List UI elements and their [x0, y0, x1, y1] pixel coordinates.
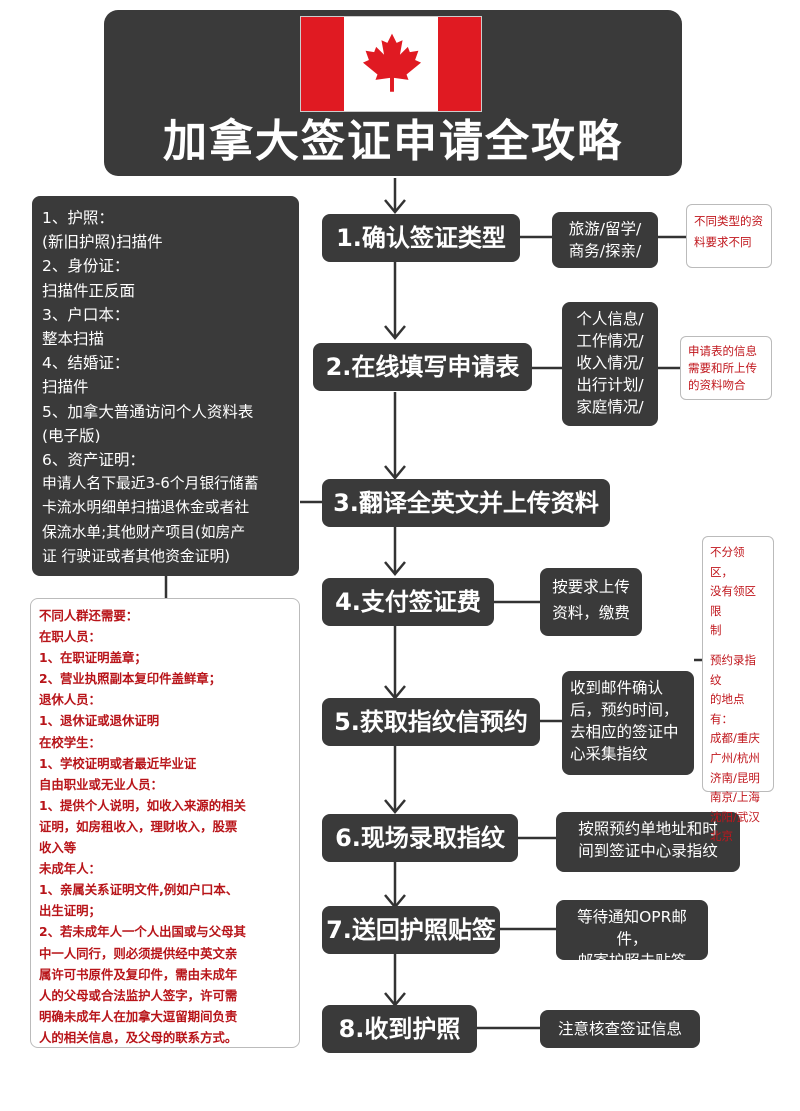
note-line: 旅游/留学/ [568, 220, 642, 238]
extra-line: 2、若未成年人一个人出国或与父母其 [39, 924, 246, 940]
extra-line: 在职人员： [39, 629, 101, 645]
note-line: 商务/探亲/ [568, 242, 642, 260]
red-note-line: 广州/杭州 [710, 750, 760, 765]
step-2-fill-application: 2.在线填写申请表 [313, 343, 532, 391]
note-line: 资料，缴费 [552, 604, 630, 622]
note-line: 去相应的签证中 [570, 723, 679, 741]
extra-line: 不同人群还需要： [39, 608, 139, 623]
note-line: 按要求上传 [552, 578, 630, 596]
step-6-fingerprints: 6.现场录取指纹 [322, 814, 518, 862]
red-note-line: 申请表的信息 [688, 344, 757, 358]
note-line: 注意核查签证信息 [557, 1020, 682, 1038]
extra-line: 明确未成年人在加拿大逗留期间负责 [39, 1008, 238, 1024]
step-2-note: 个人信息/ 工作情况/ 收入情况/ 出行计划/ 家庭情况/ [562, 302, 658, 426]
note-line: 按照预约单地址和时 [578, 820, 718, 838]
extra-line: 2、营业执照副本复印件盖鲜章； [39, 671, 222, 687]
note-line: 收到邮件确认 [570, 679, 664, 697]
step-7-passport-stamping: 7.送回护照贴签 [322, 906, 500, 954]
extra-line: 证明，如房租收入，理财收入，股票 [39, 818, 238, 834]
extra-line: 1、亲属关系证明文件,例如户口本、 [39, 882, 239, 898]
extra-line: 收入等 [39, 840, 77, 856]
note-line: 工作情况/ [576, 332, 644, 350]
extra-line: 1、退休证或退休证明 [39, 713, 160, 729]
red-note-line: 预约录指纹 [710, 652, 756, 687]
red-note-line: 没有领区限 [710, 584, 756, 618]
step-1-confirm-visa-type: 1.确认签证类型 [322, 214, 520, 262]
doc-line: 申请人名下最近3-6个月银行储蓄 [42, 475, 259, 493]
red-note-line: 成都/重庆 [710, 731, 760, 746]
note-line: 家庭情况/ [576, 398, 644, 416]
extra-line: 人的父母或合法监护人签字，许可需 [39, 987, 238, 1003]
step-8-note: 注意核查签证信息 [540, 1010, 700, 1048]
extra-line: 中一人同行，则必须提供经中英文亲 [39, 945, 238, 961]
doc-line: (电子版) [42, 426, 101, 445]
page-title: 加拿大签证申请全攻略 [163, 116, 623, 167]
extra-line: 1、学校证明或者最近毕业证 [39, 755, 197, 771]
canada-flag-icon [300, 16, 482, 112]
extra-line: 未成年人： [39, 861, 101, 877]
red-note-line: 制 [710, 623, 722, 638]
doc-line: 整本扫描 [42, 330, 105, 349]
doc-line: 5、加拿大普通访问个人资料表 [42, 402, 254, 421]
extra-line: 退休人员： [39, 692, 101, 708]
types-red-note: 不同类型的资 料要求不同 [686, 204, 772, 268]
note-line: 间到签证中心录指纹 [578, 842, 718, 860]
red-note-line: 济南/昆明 [710, 770, 760, 785]
doc-line: 卡流水明细单扫描退休金或者社 [42, 499, 250, 517]
step-7-note: 等待通知OPR邮件， 邮寄护照去贴签 [556, 900, 708, 970]
red-note-line: 不分领区， [710, 545, 745, 579]
doc-line: 2、身份证： [42, 257, 130, 276]
extra-line: 出生证明； [39, 903, 101, 919]
doc-line: 扫描件正反面 [42, 281, 136, 300]
step-5-note: 收到邮件确认 后，预约时间， 去相应的签证中 心采集指纹 [562, 671, 694, 775]
regions-red-note: 不分领区， 没有领区限 制 预约录指纹 的地点有： 成都/重庆 广州/杭州 济南… [702, 536, 774, 843]
note-line: 后，预约时间， [570, 701, 679, 719]
red-note-line: 不同类型的资 [694, 214, 763, 228]
note-line: 心采集指纹 [570, 745, 648, 763]
doc-line: 1、护照： [42, 209, 114, 227]
extra-requirements-box: 不同人群还需要： 在职人员： 1、在职证明盖章； 2、营业执照副本复印件盖鲜章；… [30, 598, 300, 1048]
step-3-translate-upload: 3.翻译全英文并上传资料 [322, 479, 610, 527]
step-8-receive-passport: 8.收到护照 [322, 1005, 477, 1053]
step-6-note: 按照预约单地址和时 间到签证中心录指纹 [556, 812, 740, 872]
step-5-biometrics-letter: 5.获取指纹信预约 [322, 698, 540, 746]
extra-line: 在校学生： [39, 734, 101, 750]
step-4-note: 按要求上传 资料，缴费 [540, 568, 642, 636]
doc-line: 保流水单;其他财产项目(如房产 [42, 523, 246, 541]
red-note-line: 料要求不同 [694, 235, 752, 249]
note-line: 出行计划/ [576, 376, 644, 394]
doc-line: 扫描件 [42, 378, 89, 397]
extra-line: 自由职业或无业人员： [39, 776, 163, 792]
form-red-note: 申请表的信息 需要和所上传 的资料吻合 [680, 336, 772, 400]
note-line: 等待通知OPR邮件， [577, 908, 687, 948]
extra-line: 属许可书原件及复印件，需由未成年 [39, 966, 238, 982]
note-line: 个人信息/ [576, 310, 644, 328]
step-4-pay-fee: 4.支付签证费 [322, 578, 494, 626]
step-1-note: 旅游/留学/ 商务/探亲/ [552, 212, 658, 268]
doc-line: 证 行驶证或者其他资金证明) [42, 547, 231, 565]
extra-line: 人的相关信息，及父母的联系方式。 [39, 1029, 238, 1045]
doc-line: 4、结婚证： [42, 354, 130, 373]
note-line: 邮寄护照去贴签 [577, 952, 687, 970]
red-note-line: 北京 [710, 829, 733, 844]
red-note-line: 南京/上海 [710, 790, 760, 805]
doc-line: 3、户口本： [42, 305, 130, 324]
extra-line: 1、在职证明盖章； [39, 650, 147, 666]
note-line: 收入情况/ [576, 354, 644, 372]
red-note-line: 的地点有： [710, 692, 745, 726]
required-documents-box: 1、护照： (新旧护照)扫描件 2、身份证： 扫描件正反面 3、户口本： 整本扫… [32, 196, 299, 576]
red-note-line: 的资料吻合 [688, 378, 746, 392]
doc-line: (新旧护照)扫描件 [42, 233, 163, 252]
extra-line: 1、提供个人说明，如收入来源的相关 [39, 797, 246, 813]
red-note-line: 需要和所上传 [688, 361, 757, 375]
red-note-line: 沈阳/武汉 [710, 809, 760, 824]
doc-line: 6、资产证明： [42, 451, 145, 470]
